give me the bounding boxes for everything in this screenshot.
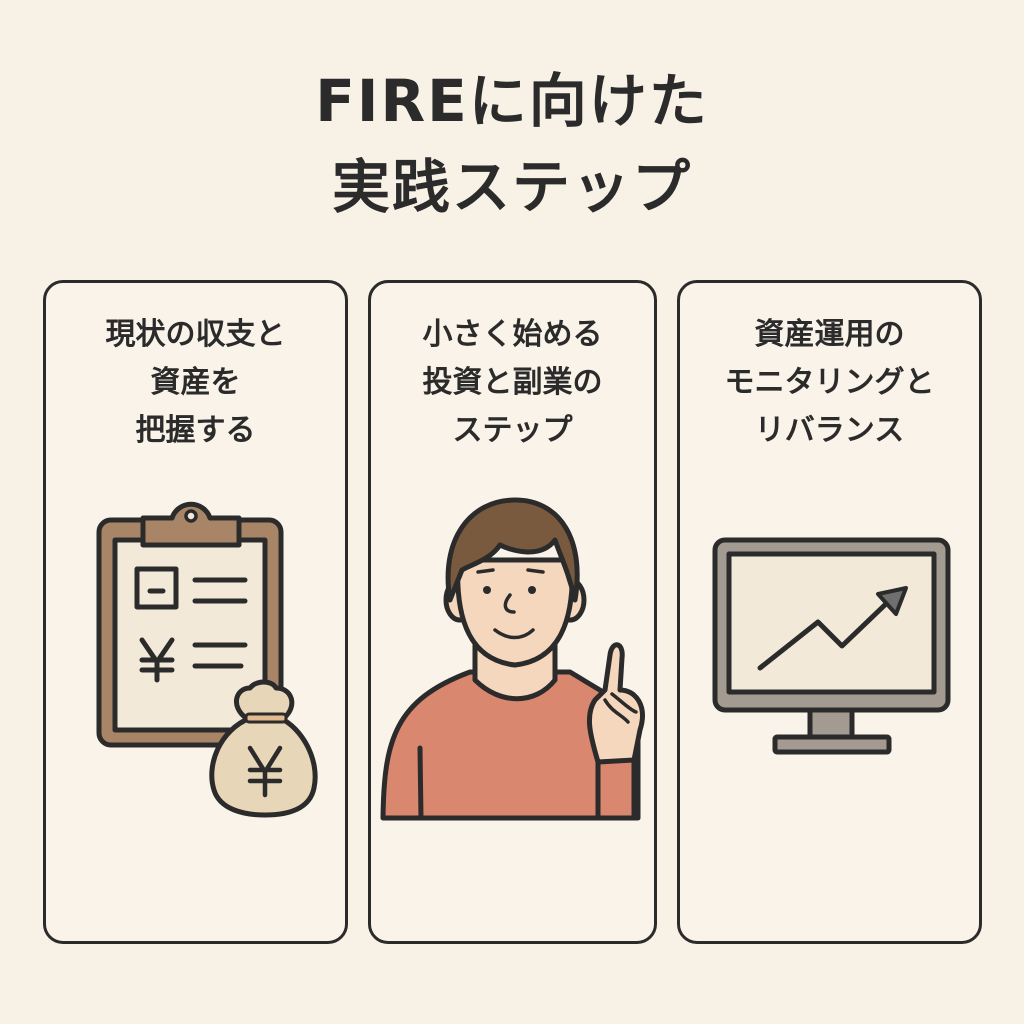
step-card-start-small: 小さく始める 投資と副業の ステップ [368,280,657,944]
step-title-line: 資産運用の [754,317,905,352]
step-card-assess-finances: 現状の収支と 資産を 把握する [43,280,348,944]
step-card-title: 現状の収支と 資産を 把握する [46,311,345,455]
step-title-line: 小さく始める [422,317,603,352]
step-title-line: モニタリングと [724,365,935,400]
step-title-line: リバランス [754,413,905,448]
step-title-line: 把握する [135,413,256,448]
step-title-line: 現状の収支と [105,317,286,352]
step-card-title: 資産運用の モニタリングと リバランス [680,311,979,455]
step-title-line: 資産を [150,365,241,400]
title-line-2: 実践ステップ [331,153,692,221]
step-card-title: 小さく始める 投資と副業の ステップ [371,311,654,455]
step-title-line: 投資と副業の [422,365,603,400]
page-title: FIREに向けた 実践ステップ [0,58,1024,230]
title-line-1: FIREに向けた [315,67,709,135]
step-title-line: ステップ [452,413,573,448]
